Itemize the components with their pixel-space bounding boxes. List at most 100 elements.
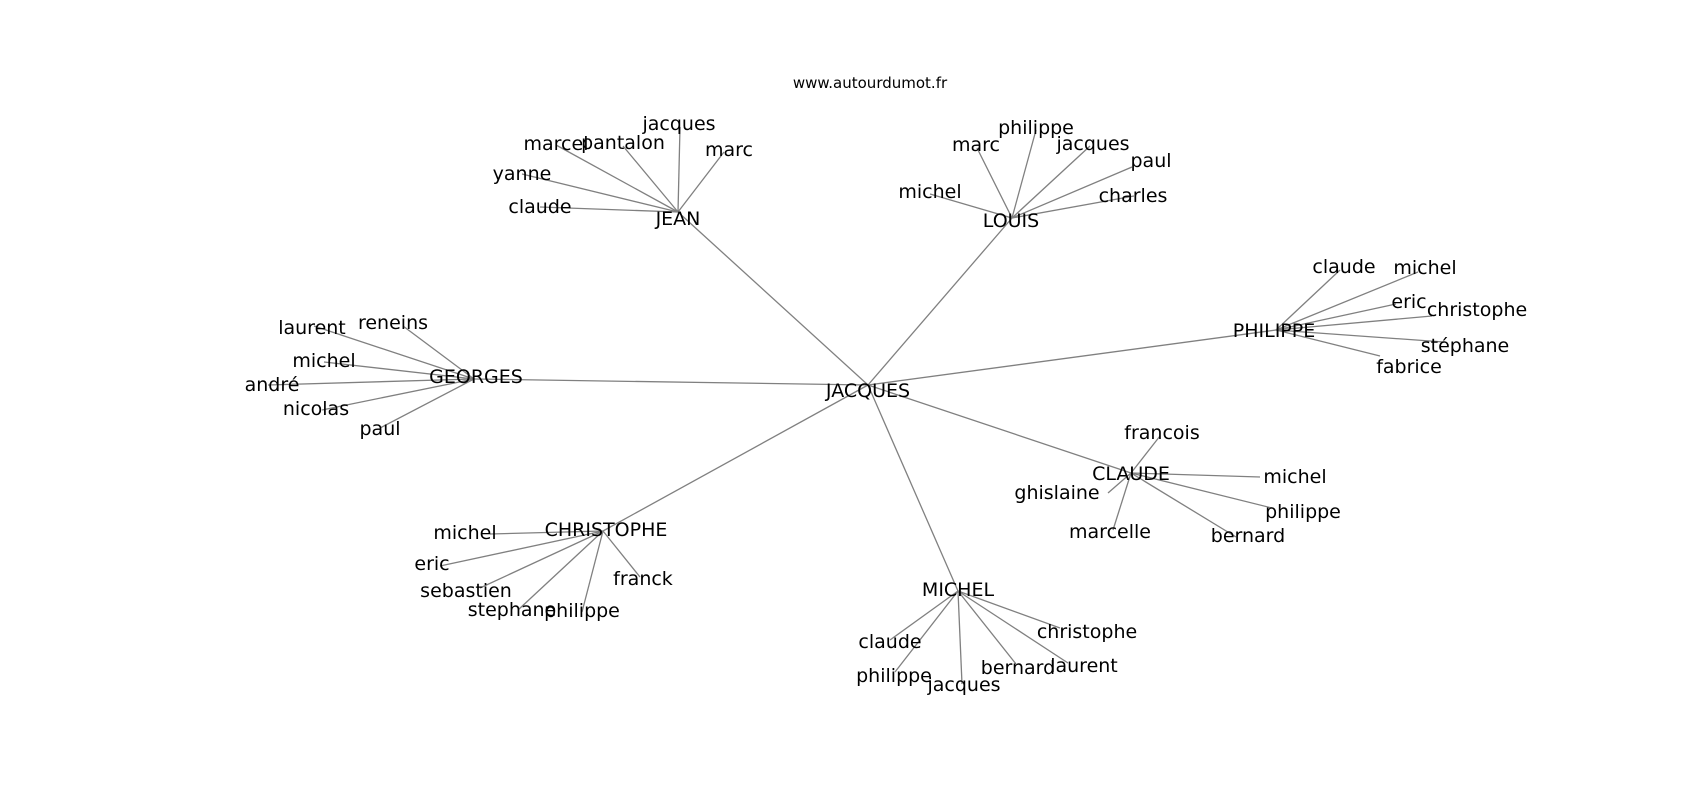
- hub-node-label: CLAUDE: [1092, 463, 1170, 485]
- edge-hub-to-leaf: [976, 147, 1013, 219]
- leaf-node-label: nicolas: [283, 398, 349, 420]
- leaf-node-label: philippe: [544, 600, 620, 622]
- leaf-node-label: fabrice: [1376, 356, 1442, 378]
- leaf-node-label: michel: [292, 350, 355, 372]
- edge-hub-to-leaf: [1130, 472, 1237, 538]
- leaf-node-label: bernard: [1211, 525, 1285, 547]
- edge-hub-to-leaf: [1130, 472, 1273, 509]
- edge-center-to-hub: [867, 384, 959, 592]
- leaf-node-label: pantalon: [581, 132, 665, 154]
- edge-hub-to-leaf: [1011, 195, 1135, 219]
- leaf-node-label: michel: [1393, 257, 1456, 279]
- leaf-node-label: michel: [898, 181, 961, 203]
- leaf-node-label: reneins: [358, 312, 428, 334]
- edge-hub-to-leaf: [521, 173, 679, 213]
- leaf-node-label: claude: [1312, 256, 1375, 278]
- source-website: www.autourdumot.fr: [793, 74, 948, 92]
- leaf-node-label: paul: [1130, 150, 1171, 172]
- leaf-node-label: philippe: [856, 665, 932, 687]
- edge-hub-to-leaf: [1275, 329, 1381, 357]
- edge-hub-to-leaf: [479, 530, 604, 589]
- leaf-node-label: laurent: [1050, 655, 1118, 677]
- leaf-node-label: claude: [508, 196, 571, 218]
- leaf-node-label: marc: [705, 139, 753, 161]
- leaf-node-label: ghislaine: [1014, 482, 1099, 504]
- edge-hub-to-leaf: [1130, 435, 1161, 474]
- edge-hub-to-leaf: [517, 530, 604, 611]
- edge-hub-to-leaf: [929, 193, 1013, 219]
- edge-hub-to-leaf: [1130, 472, 1261, 478]
- leaf-node-label: christophe: [1427, 299, 1527, 321]
- edge-hub-to-leaf: [379, 378, 475, 429]
- leaf-node-label: marcelle: [1069, 521, 1151, 543]
- edge-hub-to-leaf: [957, 590, 1069, 664]
- hub-node-label: LOUIS: [983, 210, 1039, 232]
- edge-hub-to-leaf: [889, 590, 959, 641]
- edge-hub-to-leaf: [957, 590, 1061, 629]
- hub-node-label: JEAN: [655, 208, 701, 230]
- hub-node-label: MICHEL: [922, 579, 995, 601]
- leaf-node-label: philippe: [1265, 501, 1341, 523]
- center-node-label: JACQUES: [825, 380, 910, 402]
- leaf-node-label: philippe: [998, 117, 1074, 139]
- edge-hub-to-leaf: [489, 530, 604, 535]
- leaf-node-label: yanne: [493, 163, 552, 185]
- leaf-node-label: claude: [858, 631, 921, 653]
- hub-node-label: CHRISTOPHE: [545, 519, 668, 541]
- hub-node-label: PHILIPPE: [1233, 320, 1315, 342]
- edge-hub-to-leaf: [622, 145, 679, 213]
- edge-hub-to-leaf: [1107, 472, 1132, 494]
- edge-hub-to-leaf: [1011, 145, 1091, 219]
- leaf-node-label: michel: [1263, 466, 1326, 488]
- leaf-node-label: laurent: [278, 317, 346, 339]
- edge-hub-to-leaf: [321, 378, 475, 411]
- leaf-node-label: andré: [245, 374, 300, 396]
- edge-center-to-hub: [602, 384, 869, 532]
- edge-center-to-hub: [867, 329, 1277, 386]
- leaf-node-label: paul: [359, 418, 400, 440]
- edge-hub-to-leaf: [957, 590, 963, 685]
- leaf-node-label: marcel: [524, 133, 589, 155]
- leaf-node-label: jacques: [926, 674, 1000, 696]
- leaf-node-label: sebastien: [420, 580, 512, 602]
- edge-hub-to-leaf: [1011, 129, 1037, 219]
- edge-hub-to-leaf: [1275, 329, 1445, 343]
- edge-hub-to-leaf: [1275, 303, 1397, 331]
- leaf-node-label: marc: [952, 134, 1000, 156]
- edge-hub-to-leaf: [267, 378, 475, 386]
- leaf-node-label: eric: [1391, 291, 1426, 313]
- edge-hub-to-leaf: [602, 530, 641, 578]
- hub-node-label: GEORGES: [429, 366, 523, 388]
- edge-center-to-hub: [677, 211, 869, 386]
- leaf-node-label: jacques: [641, 113, 715, 135]
- edge-center-to-hub: [867, 217, 1013, 386]
- leaf-node-label: francois: [1124, 422, 1199, 444]
- graph-edges: [267, 126, 1445, 685]
- leaf-node-label: stephane: [468, 599, 557, 621]
- leaf-node-label: bernard: [981, 657, 1055, 679]
- leaf-node-label: eric: [414, 553, 449, 575]
- edge-hub-to-leaf: [1275, 271, 1419, 331]
- edge-hub-to-leaf: [313, 325, 475, 380]
- leaf-node-label: christophe: [1037, 621, 1137, 643]
- leaf-node-label: franck: [613, 568, 673, 590]
- edge-center-to-hub: [473, 378, 869, 386]
- edge-hub-to-leaf: [539, 206, 679, 213]
- edge-hub-to-leaf: [1112, 472, 1132, 531]
- edge-hub-to-leaf: [439, 530, 604, 567]
- leaf-node-label: stéphane: [1421, 335, 1510, 357]
- edge-center-to-hub: [867, 384, 1132, 474]
- leaf-node-label: michel: [433, 522, 496, 544]
- edge-hub-to-leaf: [323, 361, 475, 380]
- edge-hub-to-leaf: [894, 590, 959, 673]
- leaf-node-label: jacques: [1055, 133, 1129, 155]
- graph-labels: JACQUESJEANmarcelpantalonjacquesmarcyann…: [245, 113, 1528, 696]
- edge-hub-to-leaf: [402, 325, 475, 380]
- edge-hub-to-leaf: [1011, 166, 1133, 219]
- edge-hub-to-leaf: [957, 590, 1017, 665]
- edge-hub-to-leaf: [555, 144, 679, 213]
- leaf-node-label: charles: [1099, 185, 1168, 207]
- edge-hub-to-leaf: [1275, 269, 1341, 331]
- edge-hub-to-leaf: [1275, 315, 1433, 331]
